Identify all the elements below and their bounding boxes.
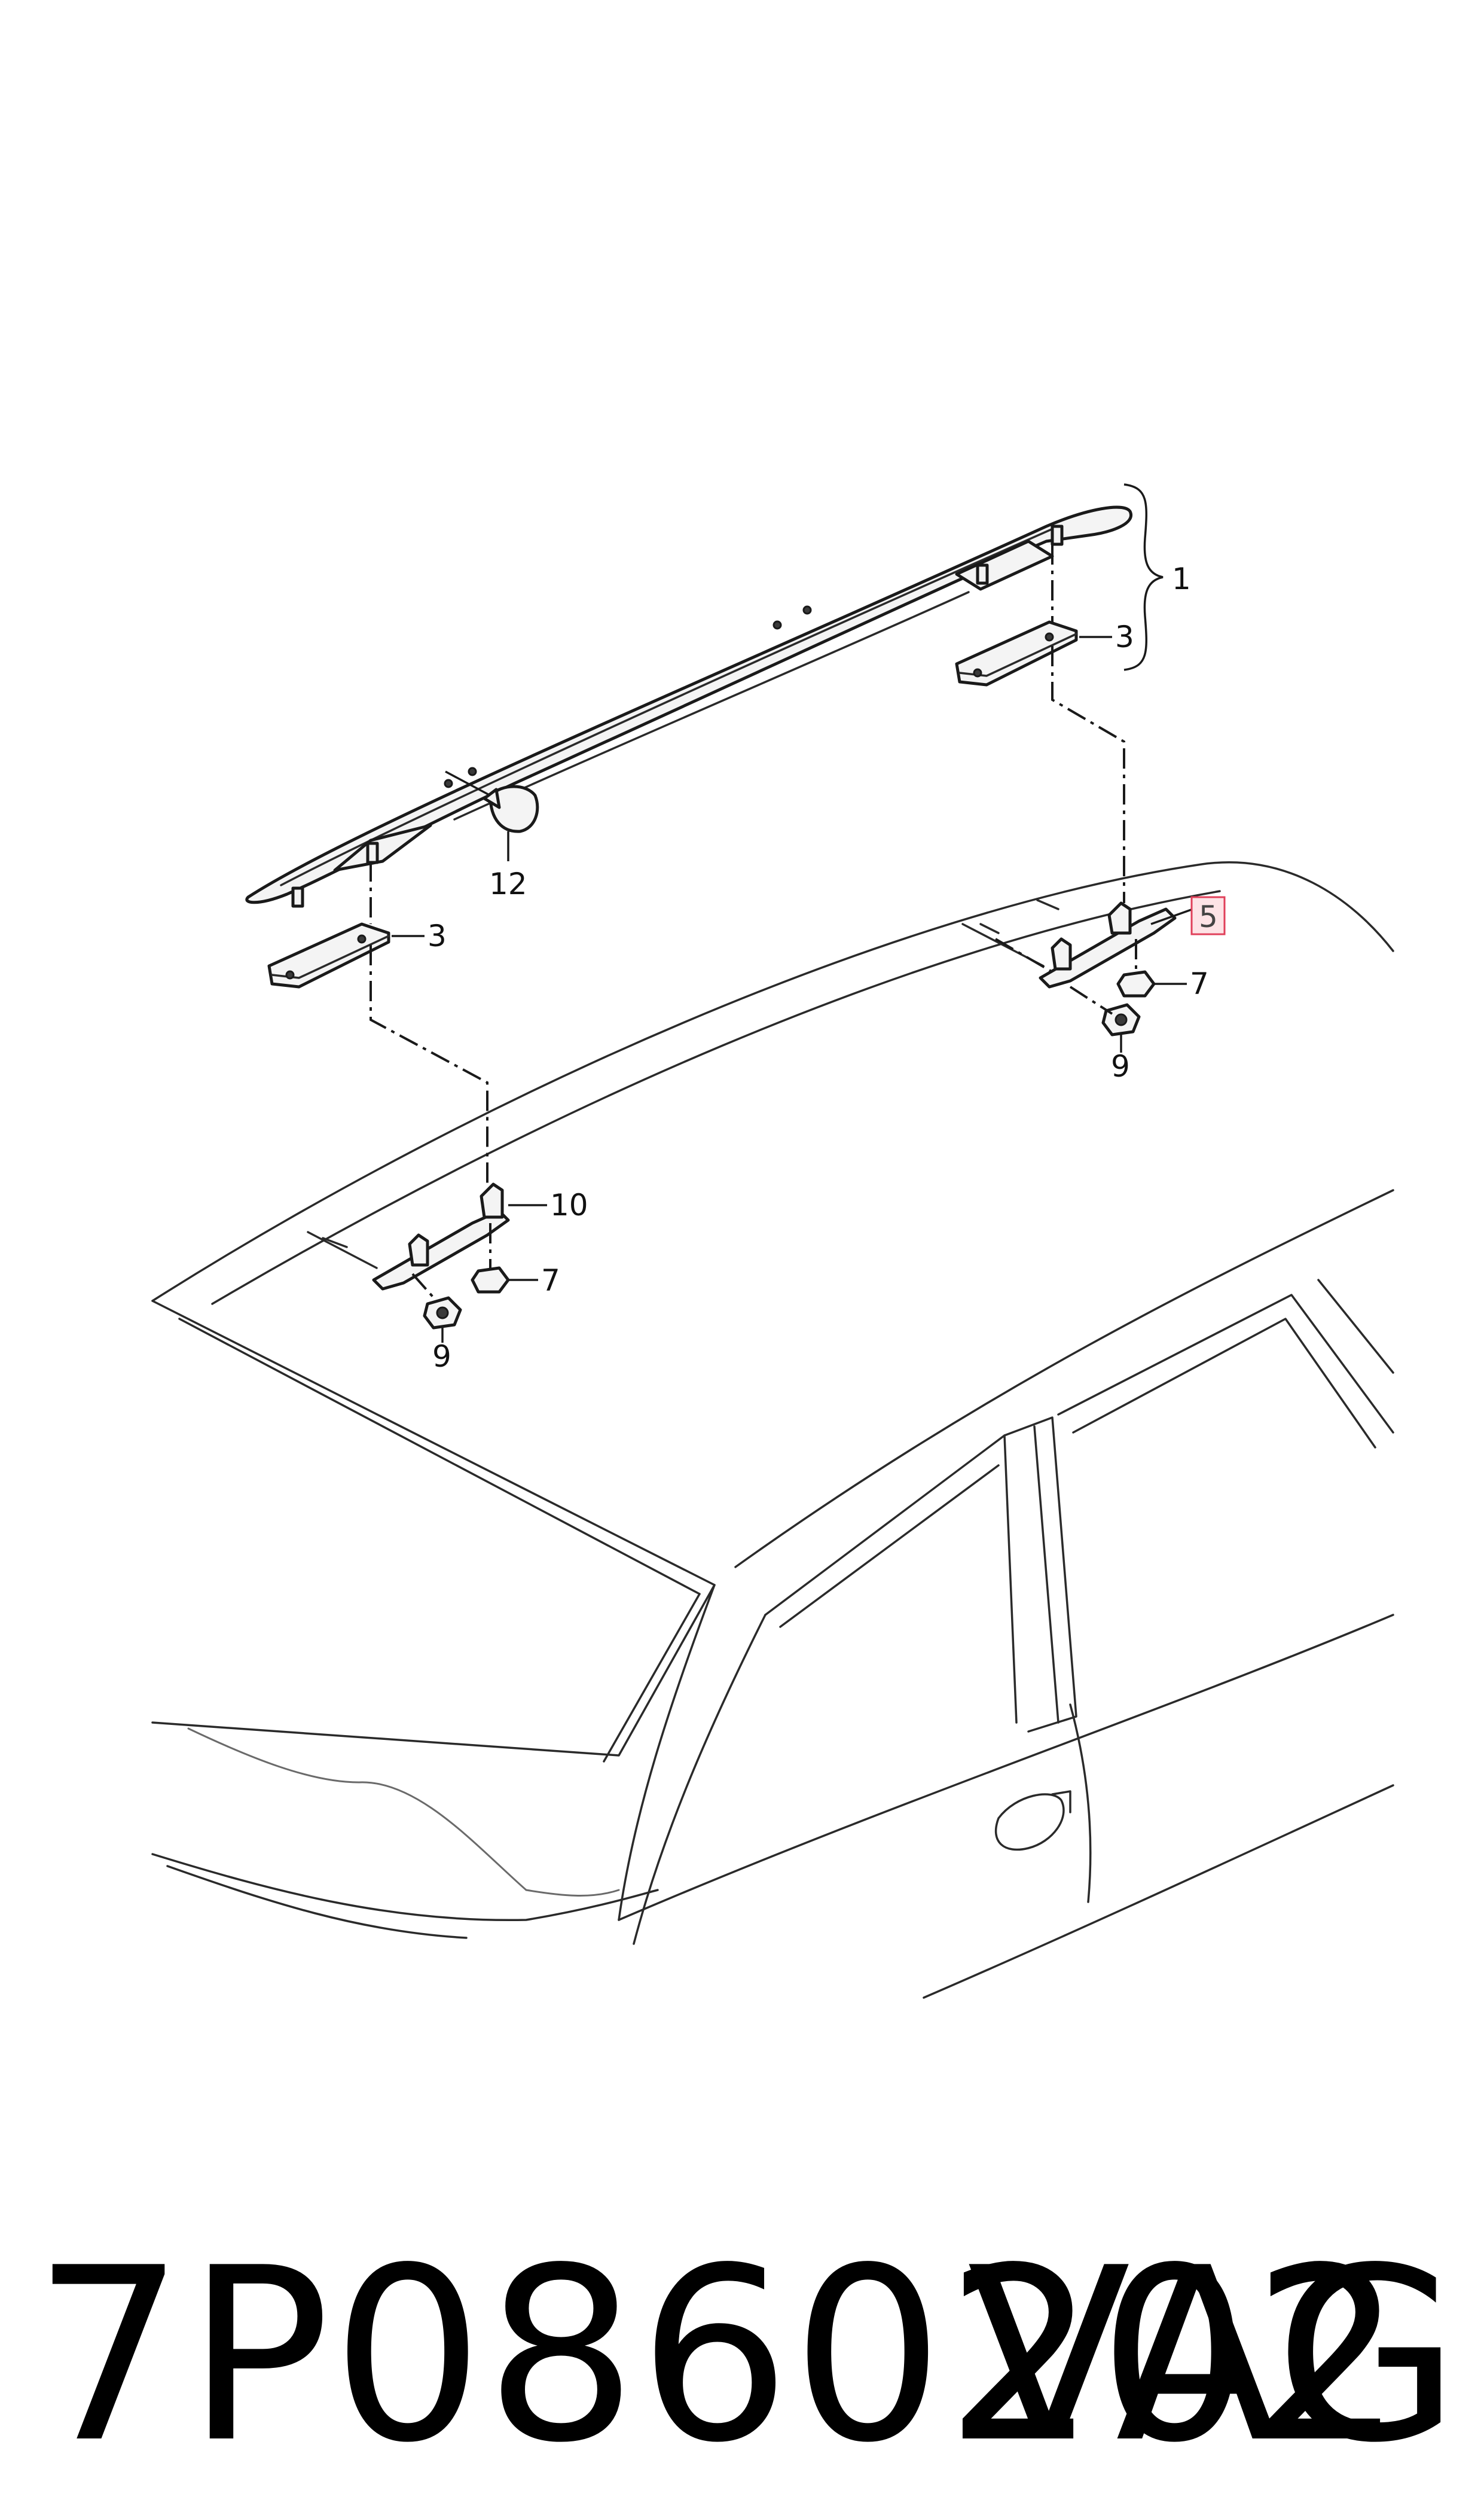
nut-9-right [1101,1003,1141,1037]
callout-1: 1 [1172,562,1191,596]
callout-labels: 1 3 12 3 5 7 9 10 7 9 [428,562,1226,1374]
assembly-lines [370,544,1137,1302]
callout-12: 12 [489,867,527,901]
callout-9-right: 9 [1111,1049,1130,1084]
callout-5-highlight-box [1190,896,1226,935]
footer: 7P0860202 VAG [0,2231,1484,2482]
callout-9-left: 9 [432,1339,451,1374]
nut-9-left [423,1296,462,1330]
bracket-10 [307,1182,510,1291]
callout-7-right: 7 [1190,967,1209,1001]
exploded-parts-diagram: 1 3 12 3 5 7 9 10 7 9 [151,483,1394,1999]
pad-3-left [267,922,390,989]
brand-name: VAG [967,2217,1460,2495]
nut-7-left [471,1266,510,1294]
part-number: 7P0860202 [33,2217,1406,2495]
callout-3-right: 3 [1115,620,1134,654]
callout-leaders [392,636,1193,1343]
roof-rail [245,505,1132,908]
callout-10: 10 [550,1188,588,1223]
nut-7-right [1116,970,1156,998]
group-brace-1 [1123,483,1164,671]
pad-3-right [955,620,1078,687]
clip-12 [445,770,539,833]
callout-5: 5 [1199,900,1218,934]
callout-3-left: 3 [428,919,447,953]
callout-7-left: 7 [541,1263,560,1298]
car-body-outline [151,861,1394,1999]
